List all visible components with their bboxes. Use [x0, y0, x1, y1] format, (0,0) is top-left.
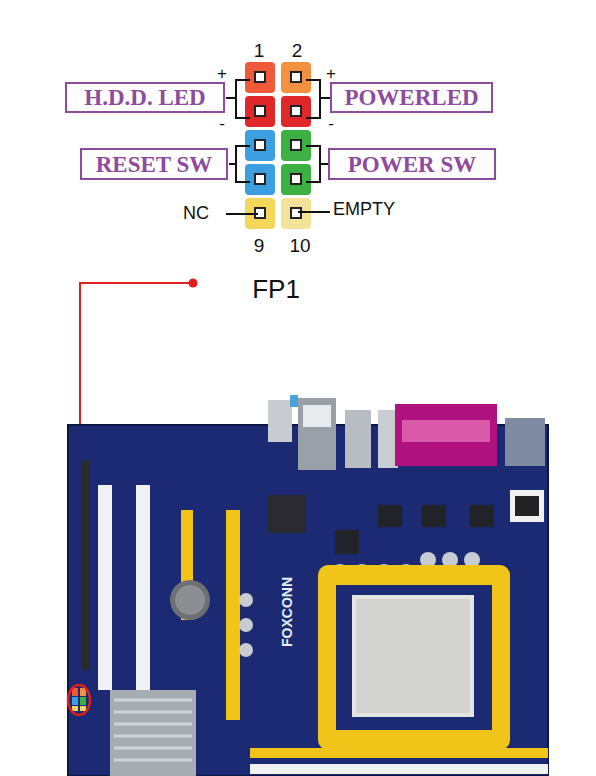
pin-label: 9 [254, 236, 265, 255]
motherboard [335, 530, 359, 554]
header-pins [245, 164, 275, 195]
signal-name: POWER SW [348, 153, 476, 176]
motherboard [80, 697, 86, 705]
bracket [226, 80, 330, 182]
bracket [236, 146, 250, 182]
header-pins [255, 174, 265, 184]
motherboard [298, 398, 336, 470]
bracket [306, 80, 320, 118]
pin-label: 10 [289, 236, 310, 255]
pin-label: - [328, 115, 334, 132]
motherboard [239, 593, 253, 607]
motherboard [356, 599, 470, 713]
label-box: RESET SW [80, 148, 228, 180]
motherboard [402, 420, 490, 442]
bracket [320, 97, 330, 99]
motherboard [510, 490, 544, 522]
header-pins [291, 174, 301, 184]
motherboard [303, 405, 331, 427]
label-box: POWERLED [330, 82, 493, 113]
motherboard [239, 643, 253, 657]
brand-text: FOXCONN [280, 577, 294, 647]
motherboard [226, 510, 240, 720]
bracket [226, 97, 236, 99]
motherboard [515, 496, 539, 516]
header-pins [291, 140, 301, 150]
motherboard [68, 425, 548, 776]
bracket [229, 163, 236, 165]
header-pins [245, 96, 275, 127]
motherboard [336, 585, 492, 730]
pin-label: NC [183, 204, 209, 222]
header-pins [281, 198, 311, 229]
pin-label: - [219, 115, 225, 132]
motherboard [239, 618, 253, 632]
header-pins [291, 72, 301, 82]
motherboard [72, 706, 78, 711]
header-pins [291, 106, 301, 116]
label-box: H.D.D. LED [65, 82, 225, 113]
motherboard [175, 585, 205, 615]
motherboard [345, 410, 371, 468]
header-pins [245, 62, 275, 93]
motherboard [68, 395, 548, 776]
signal-name: POWERLED [344, 86, 478, 109]
signal-name: RESET SW [96, 153, 213, 176]
motherboard [110, 690, 196, 776]
bracket [236, 80, 250, 118]
motherboard [395, 404, 497, 466]
motherboard [68, 685, 90, 715]
header-pins [281, 96, 311, 127]
header-pins [281, 164, 311, 195]
motherboard [72, 697, 78, 705]
pin-leader [226, 212, 330, 214]
motherboard [98, 485, 112, 690]
motherboard [136, 485, 150, 690]
motherboard [250, 764, 548, 774]
motherboard [422, 505, 446, 527]
pin-label: 2 [292, 41, 303, 60]
bracket [320, 163, 328, 165]
motherboard [68, 425, 548, 776]
motherboard [352, 595, 474, 717]
label-box: POWER SW [328, 148, 496, 180]
header-pins [255, 72, 265, 82]
motherboard [114, 700, 192, 760]
pin-label: + [326, 65, 336, 82]
bracket [306, 146, 320, 182]
connector-name: FP1 [252, 276, 300, 302]
motherboard [80, 706, 86, 711]
motherboard [318, 565, 510, 750]
motherboard [378, 505, 402, 527]
pin-leader [298, 211, 330, 213]
motherboard [268, 495, 306, 533]
header-pins [281, 62, 311, 93]
pin-leader [226, 213, 258, 215]
header-pins [255, 140, 265, 150]
pin-label: + [217, 65, 227, 82]
motherboard [268, 400, 292, 442]
pin-label: 1 [254, 41, 265, 60]
motherboard [250, 748, 548, 758]
motherboard [170, 580, 210, 620]
signal-name: H.D.D. LED [84, 86, 205, 109]
pin-label: EMPTY [333, 200, 395, 218]
header-pins [255, 106, 265, 116]
motherboard [81, 460, 89, 670]
motherboard [505, 418, 545, 466]
header-pins [245, 62, 311, 229]
motherboard [470, 505, 494, 527]
motherboard [290, 395, 298, 407]
